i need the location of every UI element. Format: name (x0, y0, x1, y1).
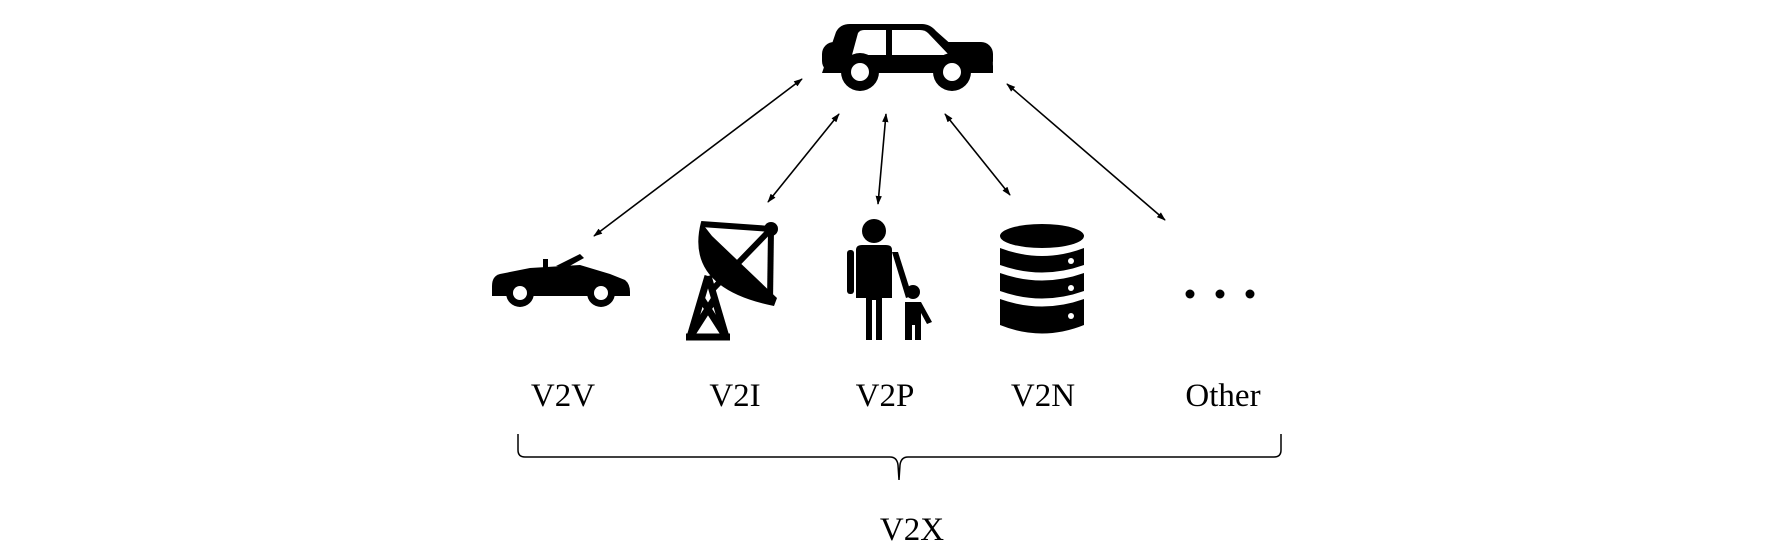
arrow-v2n (944, 113, 1011, 196)
pedestrian-adult-child-icon (847, 219, 932, 340)
satellite-dish-tower-icon (686, 221, 778, 341)
arrow-v2p (875, 113, 889, 205)
label-v2p: V2P (855, 378, 915, 414)
arrow-v2v (593, 78, 803, 237)
convertible-car-icon (492, 254, 630, 307)
ellipsis-icon (1185, 289, 1255, 299)
label-v2i: V2I (709, 378, 761, 414)
arrow-other (1006, 83, 1166, 221)
group-brace (517, 434, 1282, 481)
vehicle-car-icon (822, 24, 993, 91)
label-v2v: V2V (530, 378, 596, 414)
arrow-v2i (767, 113, 840, 203)
label-v2x: V2X (879, 512, 945, 548)
label-other: Other (1185, 378, 1261, 414)
link-arrows (593, 78, 1166, 237)
database-server-icon (1000, 224, 1084, 334)
label-v2n: V2N (1010, 378, 1076, 414)
